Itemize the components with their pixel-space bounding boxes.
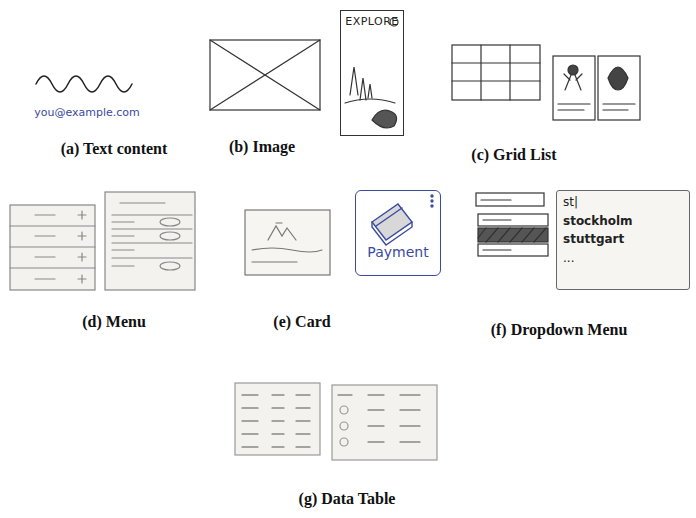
settings-menu <box>105 192 195 290</box>
grid-list <box>452 45 540 100</box>
image-card <box>245 210 330 275</box>
figure-caption: (e) Card <box>192 313 412 331</box>
payment-card-icon <box>372 195 433 245</box>
list-item-text: ... <box>563 249 683 268</box>
data-table-detailed <box>332 385 437 460</box>
node-text: EXPLORE <box>344 15 400 29</box>
list-item-text: stockholm <box>563 212 683 231</box>
image-placeholder <box>210 40 320 110</box>
node-text: Payment <box>360 243 436 261</box>
figure-caption: (c) Grid List <box>404 146 624 164</box>
payment-card: Payment <box>355 190 441 276</box>
figure-caption: (g) Data Table <box>237 490 457 508</box>
data-table-sketch <box>235 383 320 455</box>
list-item-text: stuttgart <box>563 230 683 249</box>
email-text: you@example.com <box>34 106 140 119</box>
wavy-text-line <box>36 76 132 92</box>
figure-caption: (a) Text content <box>4 140 224 158</box>
figure-caption: (f) Dropdown Menu <box>449 321 669 339</box>
figure-caption: (d) Menu <box>4 313 224 331</box>
poster-card: EXPLORE <box>340 10 404 136</box>
dropdown-sketch <box>476 193 548 256</box>
figure-caption: (b) Image <box>152 138 372 156</box>
dropdown-box: st|stockholmstuttgart... <box>556 190 690 290</box>
grid-cards <box>553 56 640 120</box>
poster-illustration <box>345 18 398 128</box>
menu-list <box>10 205 95 290</box>
node-text: st| <box>563 193 683 212</box>
